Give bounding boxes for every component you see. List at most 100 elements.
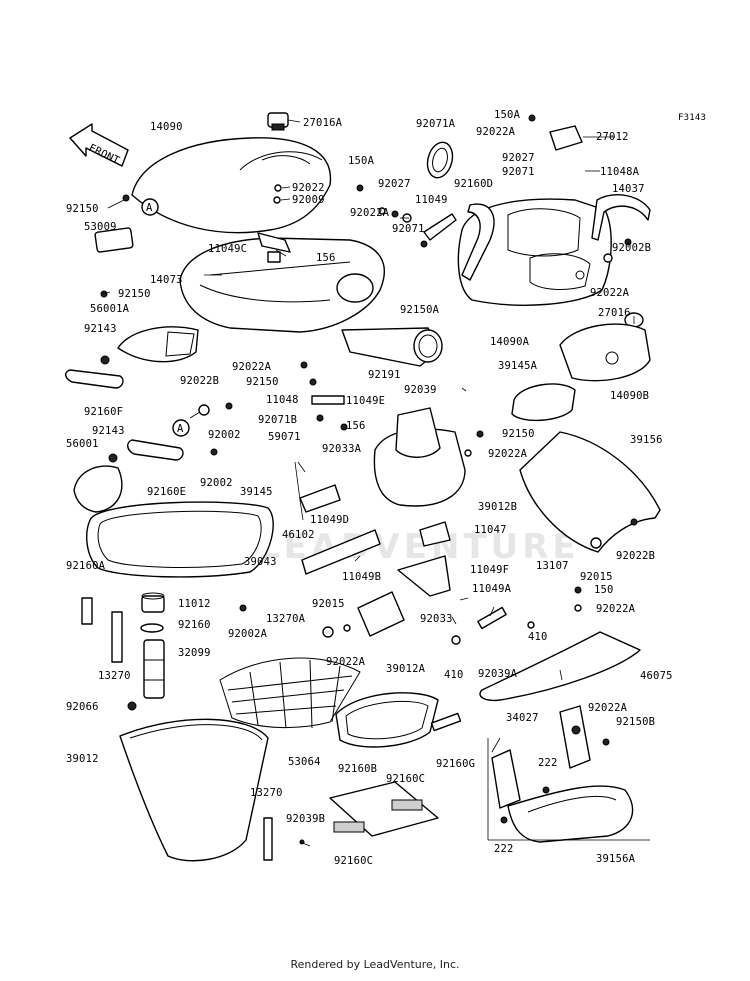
label-92066: 92066 (66, 701, 99, 713)
net-53064 (219, 657, 361, 729)
label-11012: 11012 (178, 598, 211, 610)
label-53064: 53064 (288, 756, 321, 768)
label-14037: 14037 (612, 183, 645, 195)
filter-32099 (143, 639, 165, 699)
label-92160f: 92160F (84, 406, 123, 418)
label-92150b: 92150B (616, 716, 655, 728)
mirror-56001 (73, 465, 123, 513)
strap-14037 (591, 194, 651, 241)
label-92022a-6: 92022A (596, 603, 636, 615)
handle-46075 (479, 631, 641, 702)
leader-lines (101, 119, 650, 847)
strip-92160g (430, 712, 462, 732)
bracket-11049 (423, 213, 457, 241)
label-92160a: 92160A (66, 560, 106, 572)
label-92150-1: 92150 (66, 203, 99, 215)
label-92071: 92071 (502, 166, 535, 178)
label-13270a: 13270A (266, 613, 306, 625)
label-150a-2: 150A (348, 155, 375, 167)
label-11048a: 11048A (600, 166, 640, 178)
latch-11049b (357, 591, 405, 637)
label-156: 156 (316, 252, 336, 264)
label-156-2: 156 (346, 420, 366, 432)
part-27012 (549, 125, 583, 151)
label-39156a: 39156A (596, 853, 636, 865)
callout-marker-a: A (146, 202, 153, 214)
label-11048: 11048 (266, 394, 299, 406)
bracket-11048 (311, 395, 345, 405)
pad-53009 (94, 227, 134, 253)
hood-cover-14090 (131, 137, 332, 234)
label-14090a: 14090A (490, 336, 530, 348)
label-56001a: 56001A (90, 303, 130, 315)
label-92071b: 92071B (258, 414, 297, 426)
bracket-11049d (299, 484, 341, 513)
label-14090b: 14090B (610, 390, 649, 402)
label-11049c: 11049C (208, 243, 247, 255)
strip-13270 (111, 611, 123, 663)
label-39145a: 39145A (498, 360, 538, 372)
label-92160e: 92160E (147, 486, 186, 498)
bracket-11049c (257, 232, 291, 253)
label-92160: 92160 (178, 619, 211, 631)
label-39156: 39156 (630, 434, 663, 446)
label-27016: 27016 (598, 307, 631, 319)
ring-92160 (140, 623, 164, 633)
label-92022a-1: 92022A (476, 126, 516, 138)
fasteners (100, 114, 638, 845)
label-39145: 39145 (240, 486, 273, 498)
label-92039b: 92039B (286, 813, 325, 825)
label-92160c-2: 92160C (334, 855, 373, 867)
label-92022a-4: 92022A (232, 361, 272, 373)
gasket-92071a (426, 141, 454, 179)
label-92039: 92039 (404, 384, 437, 396)
label-92150-4: 92150 (502, 428, 535, 440)
label-92033a: 92033A (322, 443, 362, 455)
strip-92160c (391, 799, 423, 811)
cover-14090a (457, 198, 612, 306)
label-53009: 53009 (84, 221, 117, 233)
label-27016a: 27016A (303, 117, 343, 129)
label-92002-1: 92002 (208, 429, 241, 441)
label-410-2: 410 (444, 669, 464, 681)
strip-92160e (127, 439, 184, 461)
label-39012: 39012 (66, 753, 99, 765)
label-11049b: 11049B (342, 571, 381, 583)
box-39012a (335, 692, 439, 748)
cap-27016a (267, 112, 289, 131)
label-13270: 13270 (98, 670, 131, 682)
pad-39145a (511, 383, 576, 422)
label-14073: 14073 (150, 274, 183, 286)
label-92022a-3: 92022A (590, 287, 630, 299)
label-46102: 46102 (282, 529, 315, 541)
label-92071a: 92071A (416, 118, 456, 130)
strip-13270-lower (263, 817, 273, 861)
label-92160b: 92160B (338, 763, 377, 775)
label-92150-2: 92150 (118, 288, 151, 300)
ring-39145 (86, 501, 274, 578)
label-59071: 59071 (268, 431, 301, 443)
label-92027-2: 92027 (502, 152, 535, 164)
label-39012a: 39012A (386, 663, 426, 675)
label-92160g: 92160G (436, 758, 475, 770)
label-92039a: 92039A (478, 668, 518, 680)
strip-92160a (81, 597, 93, 625)
bin-39012 (119, 718, 269, 862)
strip-92160c-lower (333, 821, 365, 833)
hood-frame-14073 (179, 237, 385, 333)
label-150: 150 (594, 584, 614, 596)
label-92160d: 92160D (454, 178, 493, 190)
footer-credit: Rendered by LeadVenture, Inc. (290, 958, 460, 971)
label-46075: 46075 (640, 670, 673, 682)
mirror-56001a (117, 326, 199, 363)
label-32099: 32099 (178, 647, 211, 659)
label-11047: 11047 (474, 524, 507, 536)
rod-46102 (294, 461, 304, 521)
label-14090: 14090 (150, 121, 183, 133)
label-92022a-5: 92022A (488, 448, 528, 460)
plate-39043 (301, 529, 381, 575)
duct-92191 (341, 327, 443, 367)
label-11049a: 11049A (472, 583, 512, 595)
label-92191: 92191 (368, 369, 401, 381)
